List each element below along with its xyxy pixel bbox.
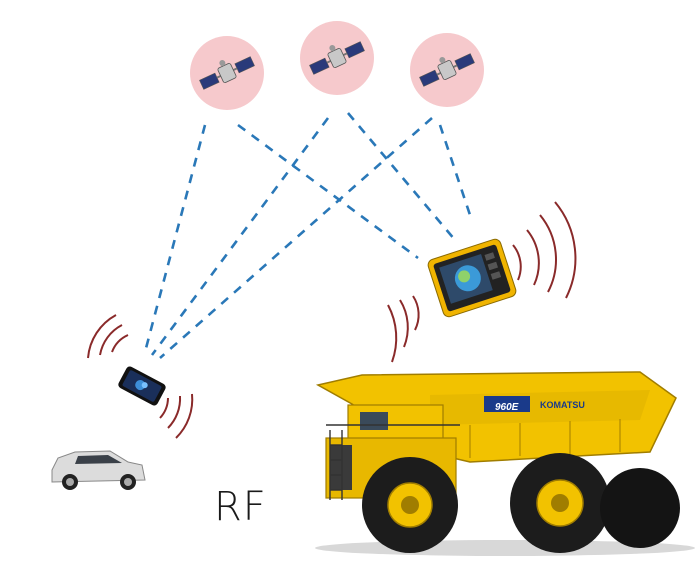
- rf-label: RF: [214, 484, 267, 530]
- link-sat1-phone: [143, 124, 207, 353]
- link-sat2-phone: [150, 117, 330, 356]
- smartphone-rf-waves: [87, 314, 194, 439]
- satellite-1: [190, 36, 264, 110]
- smartphone-icon: [118, 366, 166, 406]
- satellite-icon: [199, 56, 255, 90]
- satellite-icon: [309, 41, 365, 75]
- link-sat2-tablet: [347, 112, 456, 241]
- truck-model-label: 960E: [495, 402, 519, 413]
- haul-truck-icon: [315, 371, 695, 556]
- link-sat1-tablet: [237, 123, 419, 260]
- truck-brand-label: KOMATSU: [540, 400, 585, 410]
- tablet-rf-waves: [387, 201, 577, 363]
- satellite-3: [410, 33, 484, 107]
- link-sat3-tablet: [438, 124, 472, 216]
- suv-icon: [51, 450, 146, 490]
- satellite-icon: [419, 53, 475, 87]
- satellite-2: [300, 21, 374, 95]
- satellite-links: [143, 112, 472, 359]
- gps-tablet-icon: [427, 238, 517, 318]
